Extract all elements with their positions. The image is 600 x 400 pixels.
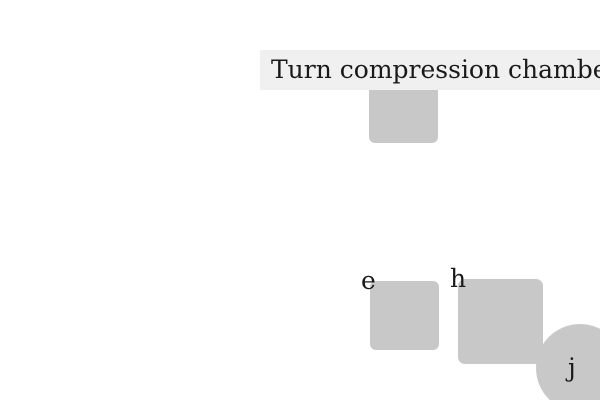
item-label-j: j bbox=[568, 353, 576, 382]
square-block-h[interactable] bbox=[458, 279, 543, 364]
tooltip-text: Turn compression chamber bbox=[271, 55, 600, 84]
tooltip-label: Turn compression chamber bbox=[260, 50, 600, 90]
square-block-top[interactable] bbox=[369, 80, 438, 143]
item-label-e: e bbox=[361, 266, 376, 295]
square-block-e[interactable] bbox=[370, 281, 439, 350]
item-label-h: h bbox=[450, 264, 467, 293]
